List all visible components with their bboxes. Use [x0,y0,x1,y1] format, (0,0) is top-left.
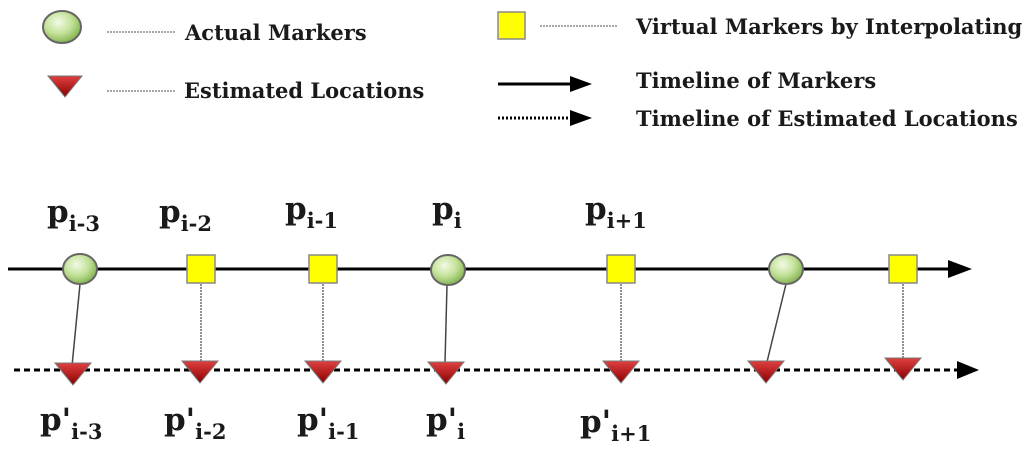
top-label: pi-3 [47,194,100,236]
actual-marker [430,254,466,286]
legend-virtual-marker-icon [497,11,526,40]
legend-virtual-label: Virtual Markers by Interpolating [635,14,1022,39]
legend-timeline-markers-label: Timeline of Markers [636,68,876,93]
legend-timeline-estimated-arrowhead [570,110,592,126]
connectors [71,283,904,367]
virtual-marker [888,254,918,284]
bottom-label: p'i-3 [40,402,102,444]
estimated-location [180,360,220,384]
estimated-location [601,360,641,384]
connector-actual [71,283,81,367]
legend-actual-label: Actual Markers [184,20,367,45]
actual-marker [768,253,804,285]
estimated-location [53,362,93,386]
estimated-location [426,361,466,385]
estimated-location [746,360,786,384]
estimated-timeline-arrowhead [957,361,979,379]
top-labels: pi-3 pi-2 pi-1 pi pi+1 [47,191,647,236]
legend-timeline-markers-arrowhead [570,76,592,92]
top-label: pi-1 [285,191,338,233]
legend: Actual Markers Estimated Locations Virtu… [42,10,1022,131]
connector-actual [765,283,787,367]
virtual-marker [606,254,636,284]
bottom-label: p'i-2 [164,402,226,444]
top-label: pi [432,191,462,233]
connector-actual [444,284,448,364]
bottom-label: p'i [426,402,465,444]
bottom-label: p'i+1 [580,404,651,446]
top-label: pi-2 [159,194,212,236]
top-label: pi+1 [585,191,647,233]
markers [62,253,918,286]
legend-actual-marker-icon [42,10,82,44]
markers-timeline-arrowhead [948,260,972,278]
virtual-marker [186,254,216,284]
estimated-locations [53,357,923,386]
estimated-location [883,357,923,381]
estimated-location [303,360,343,384]
bottom-labels: p'i-3 p'i-2 p'i-1 p'i p'i+1 [40,402,651,446]
legend-timeline-estimated-label: Timeline of Estimated Locations [636,106,1018,131]
legend-estimated-icon [46,75,84,98]
actual-marker [62,253,98,285]
legend-estimated-label: Estimated Locations [184,78,424,103]
bottom-label: p'i-1 [297,402,359,444]
virtual-marker [308,254,338,284]
